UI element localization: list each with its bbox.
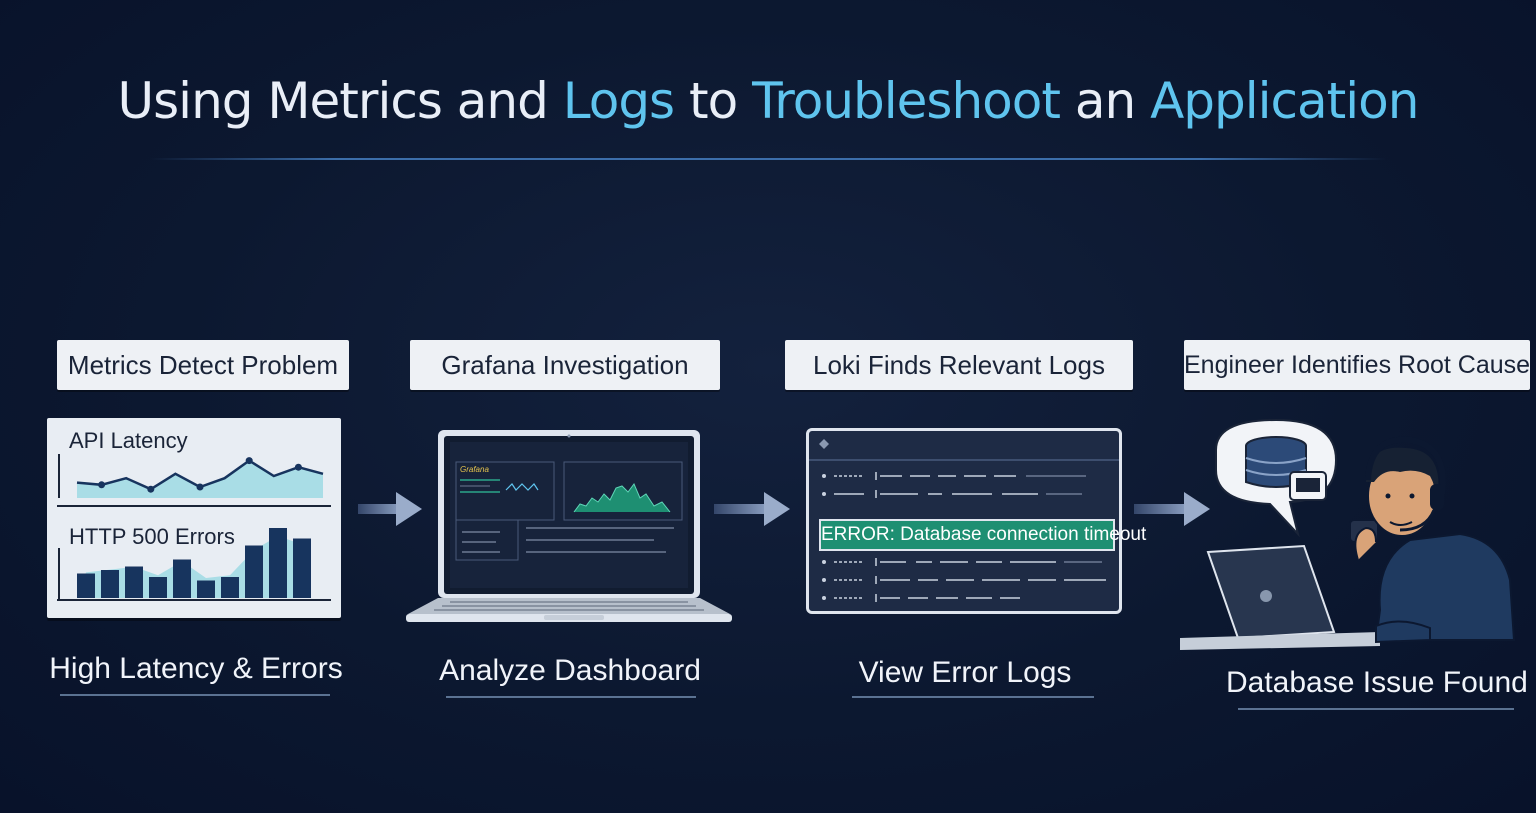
arrow-step1-to-step2	[358, 492, 422, 526]
error-bar	[197, 580, 215, 598]
caption-underline-loki	[852, 696, 1094, 698]
title-divider	[150, 158, 1386, 160]
error-bar	[221, 577, 239, 598]
error-bar	[269, 528, 287, 598]
caption-metrics: High Latency & Errors	[49, 652, 343, 685]
error-bar	[245, 545, 263, 598]
error-bar	[149, 577, 167, 598]
log-window: ERROR: Database connection timeout	[806, 428, 1146, 614]
title-part-1: Using Metrics and	[117, 72, 563, 130]
latency-point	[196, 483, 204, 491]
step-label-metrics: Metrics Detect Problem	[57, 340, 349, 390]
latency-point	[147, 485, 155, 493]
laptop-illustration: Grafana	[406, 430, 732, 622]
error-bar	[77, 573, 95, 598]
latency-point	[245, 457, 253, 465]
title-highlight-application: Application	[1150, 72, 1419, 130]
engineer-illustration	[1180, 418, 1516, 650]
page-title: Using Metrics and Logs to Troubleshoot a…	[0, 72, 1536, 130]
caption-underline-grafana	[446, 696, 696, 698]
http-errors-label: HTTP 500 Errors	[69, 524, 235, 549]
step-label-engineer: Engineer Identifies Root Cause	[1184, 340, 1530, 390]
caption-underline-engineer	[1238, 708, 1514, 710]
log-lines	[822, 472, 1106, 602]
database-icon	[1245, 436, 1327, 501]
title-highlight-logs: Logs	[562, 72, 675, 130]
error-log-highlight: ERROR: Database connection timeout	[819, 519, 1146, 551]
arrow-step2-to-step3	[714, 492, 790, 526]
latency-chart	[57, 454, 331, 601]
title-part-2: to	[674, 72, 753, 130]
error-bar	[125, 566, 143, 598]
title-part-3: an	[1059, 72, 1151, 130]
api-latency-label: API Latency	[69, 428, 188, 453]
step-label-loki: Loki Finds Relevant Logs	[785, 340, 1133, 390]
latency-point	[294, 463, 302, 471]
error-bar	[293, 538, 311, 598]
latency-point	[98, 481, 106, 489]
error-bar	[173, 559, 191, 598]
caption-underline-metrics	[60, 694, 330, 696]
error-bar	[101, 570, 119, 598]
caption-engineer: Database Issue Found	[1226, 666, 1528, 699]
caption-loki: View Error Logs	[858, 656, 1072, 689]
caption-grafana: Analyze Dashboard	[439, 654, 701, 687]
arrow-step3-to-step4	[1134, 492, 1210, 526]
latency-area	[77, 460, 323, 498]
metrics-card: API Latency HTTP 500 Errors	[47, 418, 341, 618]
laptop-brand: Grafana	[460, 465, 489, 474]
title-highlight-troubleshoot: Troubleshoot	[752, 72, 1061, 130]
log-window-titlebar	[809, 431, 1119, 461]
window-diamond-icon	[819, 439, 829, 449]
step-label-grafana: Grafana Investigation	[410, 340, 720, 390]
